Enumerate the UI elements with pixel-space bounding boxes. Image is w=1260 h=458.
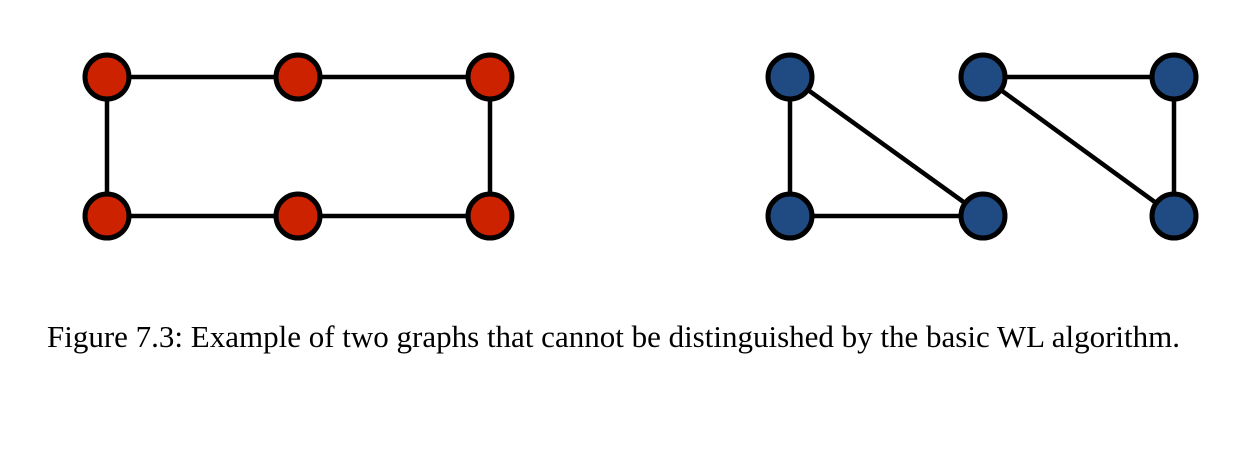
graph-node [1149, 52, 1199, 102]
graph-node [1149, 191, 1199, 241]
graph-node [465, 52, 515, 102]
graph-node [958, 52, 1008, 102]
nodes-layer [82, 52, 1199, 241]
graph-node [765, 52, 815, 102]
edges-layer [104, 74, 1177, 219]
graph-node [273, 52, 323, 102]
graph-node [82, 52, 132, 102]
graph-node [82, 191, 132, 241]
graph-edge [980, 74, 1177, 219]
figure-graphs [82, 52, 1199, 241]
figure-caption: Figure 7.3: Example of two graphs that c… [47, 319, 1180, 354]
graph-edge [787, 74, 986, 219]
graph-node [465, 191, 515, 241]
graph-node [273, 191, 323, 241]
graph-node [765, 191, 815, 241]
graph-node [958, 191, 1008, 241]
